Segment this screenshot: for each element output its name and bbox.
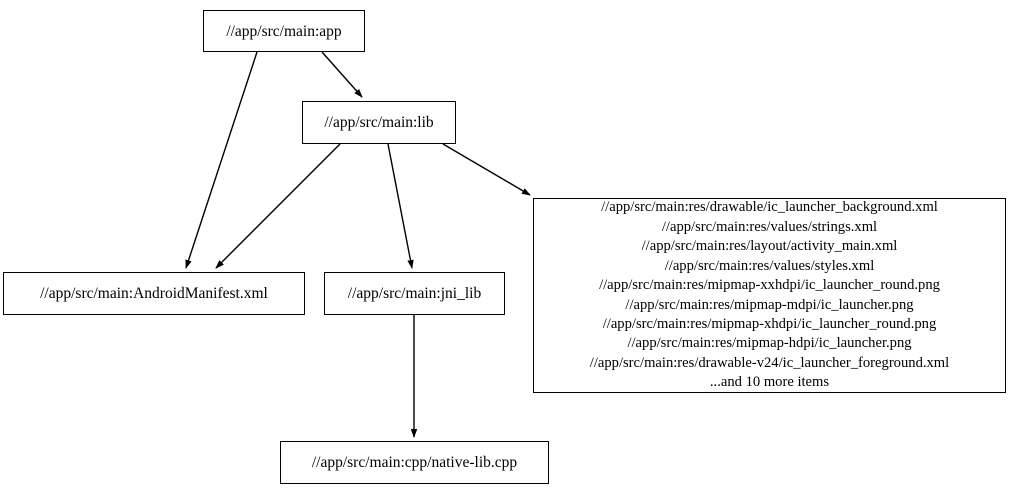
node-native-lib-cpp-label: //app/src/main:cpp/native-lib.cpp [311,454,518,471]
node-jni-lib-label: //app/src/main:jni_lib [347,285,482,302]
node-native-lib-cpp[interactable]: //app/src/main:cpp/native-lib.cpp [280,441,549,484]
node-android-manifest-label: //app/src/main:AndroidManifest.xml [40,285,268,302]
edge-app-to-manifest [185,51,258,269]
node-lib[interactable]: //app/src/main:lib [302,101,456,144]
edge-lib-to-manifest [215,143,341,269]
edge-app-to-lib [321,51,363,98]
node-jni-lib[interactable]: //app/src/main:jni_lib [324,272,505,315]
node-lib-label: //app/src/main:lib [324,114,434,131]
node-app[interactable]: //app/src/main:app [203,10,365,52]
node-resources-group[interactable]: //app/src/main:res/drawable/ic_launcher_… [533,198,1006,393]
node-android-manifest[interactable]: //app/src/main:AndroidManifest.xml [3,272,305,315]
edge-lib-to-jni-lib [387,143,414,269]
node-resources-group-label: //app/src/main:res/drawable/ic_launcher_… [589,199,950,391]
node-app-label: //app/src/main:app [226,22,342,40]
edge-lib-to-resources [442,143,531,196]
